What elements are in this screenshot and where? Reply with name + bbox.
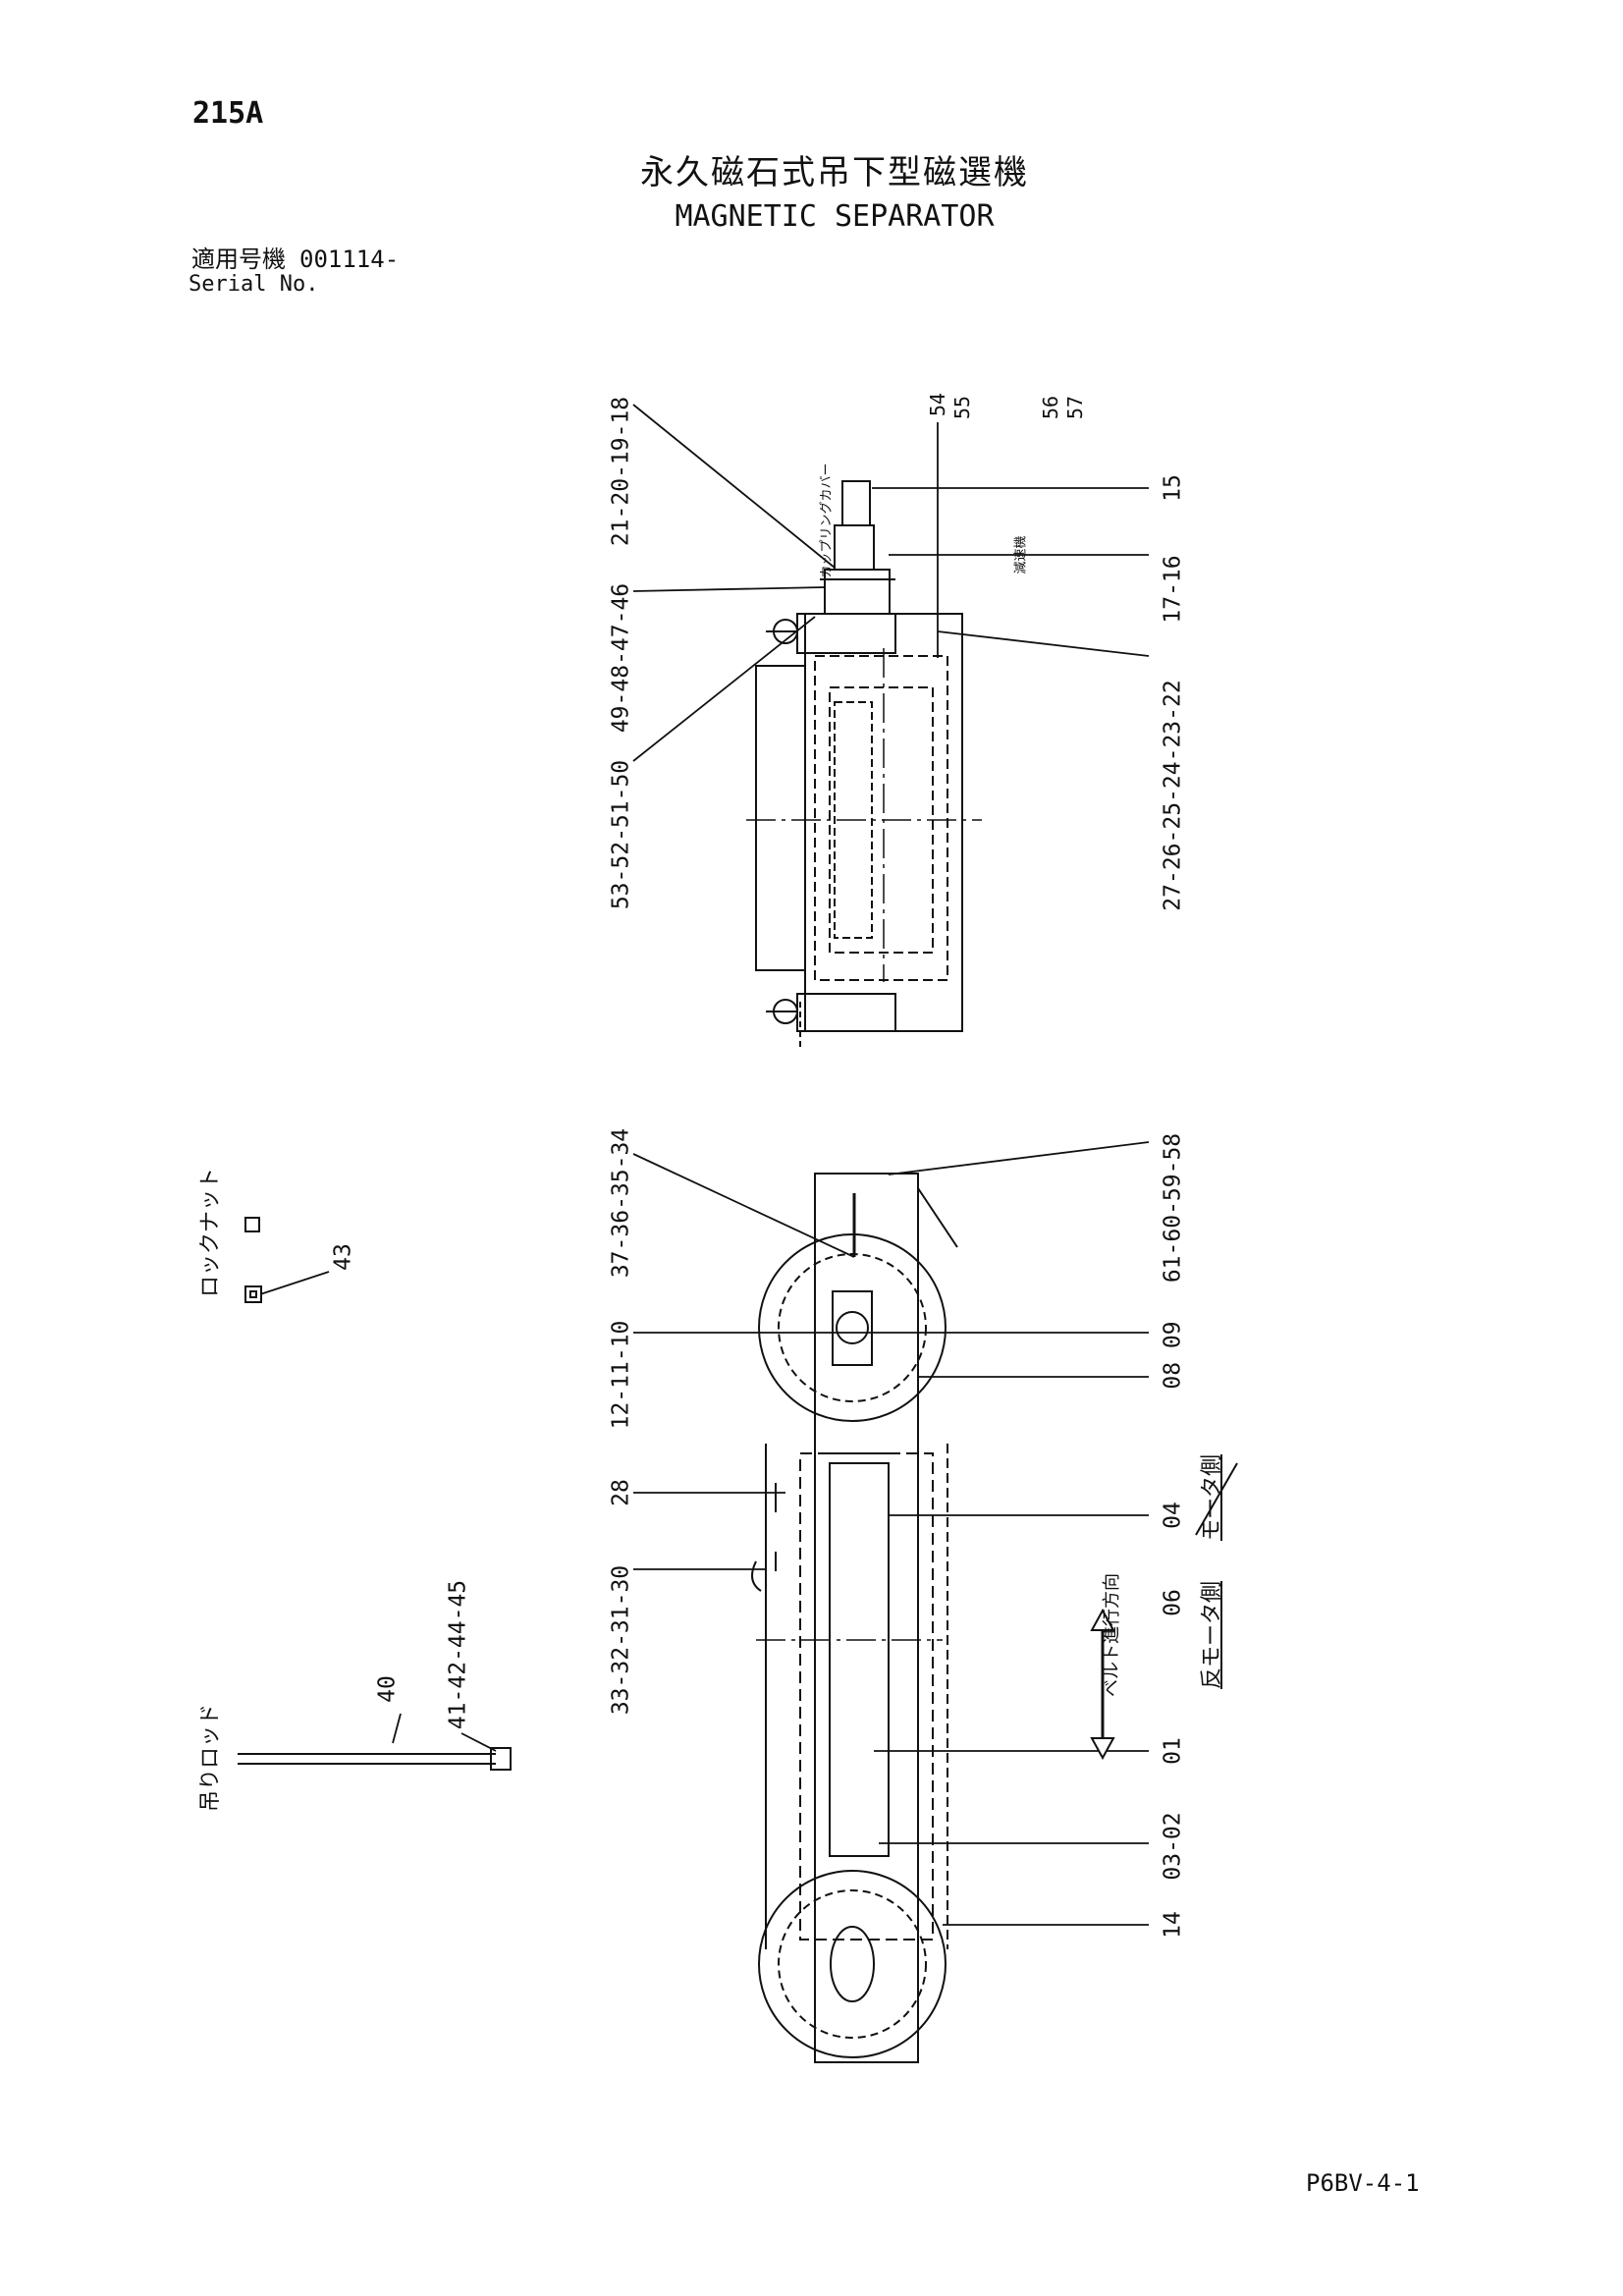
callout-61-58: 61-60-59-58 (1160, 1132, 1186, 1284)
drive-pulley (758, 1233, 947, 1422)
callout-49-46: 49-48-47-46 (608, 582, 634, 734)
motor-side-label: モータ側 (1200, 1453, 1224, 1542)
tail-pulley-hub (830, 1926, 875, 2002)
callout-01: 01 (1160, 1737, 1186, 1765)
top-reducer (824, 569, 891, 615)
serial-label-en: Serial No. (189, 272, 319, 297)
callout-28: 28 (608, 1479, 634, 1506)
lock-nut-side (244, 1217, 260, 1232)
tail-pulley (758, 1870, 947, 2058)
callout-56: 56 (1039, 395, 1062, 420)
motor-side-slash (1195, 1462, 1238, 1536)
page-code: 215A (192, 96, 264, 131)
serial-label-jp: 適用号機 (191, 246, 286, 273)
callout-40: 40 (374, 1675, 401, 1703)
belt-direction-label: ベルト進行方向 (1102, 1573, 1122, 1697)
top-motor-cap (841, 480, 871, 526)
title-english: MAGNETIC SEPARATOR (675, 199, 995, 234)
callout-08-09: 08 09 (1160, 1321, 1186, 1390)
hang-rod-label: 吊りロッド (198, 1703, 223, 1813)
side-view (751, 1173, 958, 2063)
top-bracket-lower (796, 993, 896, 1032)
callout-41-45: 41-42-44-45 (445, 1579, 471, 1730)
lock-nut-label: ロックナット (198, 1167, 223, 1298)
reducer-label: 減速機 (1013, 535, 1029, 574)
side-frame (814, 1173, 919, 2063)
belt-direction-arrow (1090, 1608, 1115, 1761)
callout-27-22: 27-26-25-24-23-22 (1160, 680, 1186, 911)
callout-15: 15 (1160, 474, 1186, 502)
serial-value: 001114- (299, 246, 400, 273)
callout-03-02: 03-02 (1160, 1812, 1186, 1881)
hook (751, 1560, 762, 1592)
rod-end (490, 1747, 512, 1771)
coupling-cover-label: カップリングカバー (819, 463, 835, 578)
chute-line (917, 1187, 958, 1248)
callout-57: 57 (1063, 395, 1087, 420)
callout-37-34: 37-36-35-34 (608, 1127, 634, 1279)
footer-code: P6BV-4-1 (1306, 2169, 1420, 2197)
top-motor (834, 524, 875, 571)
lock-nut-front (244, 1285, 262, 1303)
callout-12-10: 12-11-10 (608, 1320, 634, 1430)
lock-nut-front-hole (249, 1290, 257, 1298)
top-view (746, 480, 982, 1051)
top-skirt (755, 665, 806, 971)
callout-54: 54 (926, 392, 949, 417)
title-japanese: 永久磁石式吊下型磁選機 (640, 153, 1029, 192)
drive-bearing (832, 1290, 873, 1366)
callout-55: 55 (950, 395, 974, 420)
tail-pulley-inner (778, 1889, 927, 2039)
callout-43: 43 (330, 1243, 356, 1271)
callout-21-18: 21-20-19-18 (608, 396, 634, 547)
callout-06: 06 (1160, 1589, 1186, 1616)
callout-33-30: 33-32-31-30 (608, 1564, 634, 1716)
side-belt-outline (799, 1452, 934, 1941)
side-parts (238, 1217, 512, 1771)
callout-14: 14 (1160, 1911, 1186, 1939)
callout-53-50: 53-52-51-50 (608, 759, 634, 910)
opposite-motor-side-label: 反モータ側 (1200, 1580, 1224, 1690)
callout-04: 04 (1160, 1502, 1186, 1529)
drive-pulley-hub (836, 1311, 869, 1344)
drive-pulley-inner (778, 1253, 927, 1402)
magnet-body (829, 1462, 890, 1857)
top-belt (814, 655, 948, 981)
callout-17-16: 17-16 (1160, 555, 1186, 624)
